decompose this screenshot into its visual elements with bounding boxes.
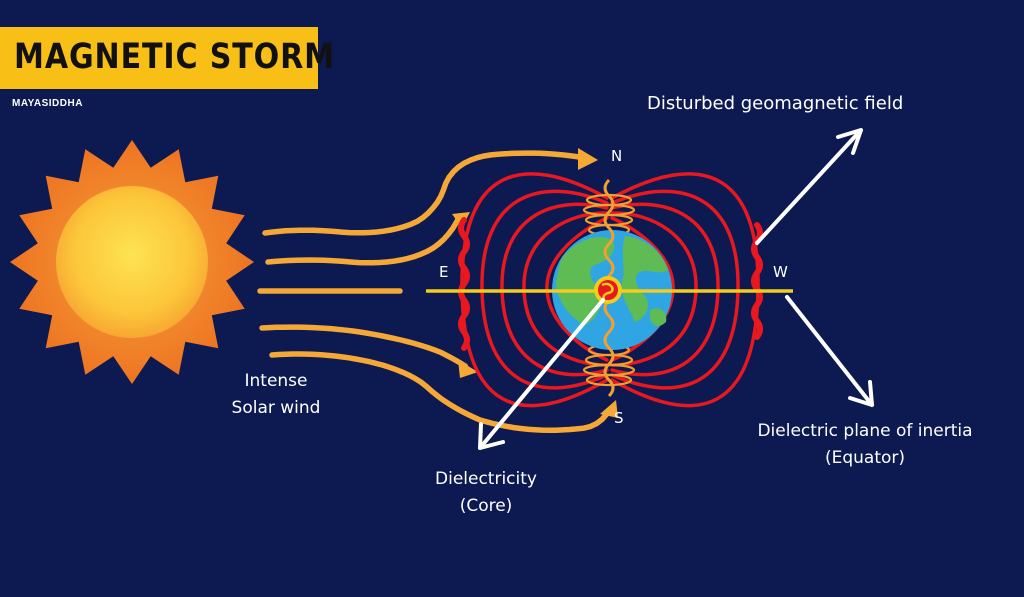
plane-of-inertia-label-line1: Dielectric plane of inertia	[757, 421, 973, 441]
disturbed-field-arrow	[755, 128, 863, 245]
east-label: E	[439, 263, 449, 281]
field-disturbance	[458, 217, 470, 351]
plane-of-inertia-label-line2: (Equator)	[824, 448, 906, 468]
core-icon	[594, 276, 622, 304]
dielectricity-label-line1: Dielectricity	[435, 469, 537, 489]
core-arrow	[478, 298, 605, 450]
solar-wind-stream	[262, 150, 585, 236]
west-label: W	[773, 263, 788, 281]
solar-wind-label: Intense Solar wind	[216, 368, 336, 422]
solar-wind-stream	[259, 324, 469, 369]
dielectricity-label-line2: (Core)	[459, 496, 513, 516]
north-label: N	[611, 147, 623, 165]
title-banner: MAGNETIC STORM	[0, 27, 334, 89]
solar-wind-stream	[265, 213, 463, 266]
solar-wind-streams	[257, 150, 610, 433]
solar-wind-stream	[269, 351, 610, 433]
dielectricity-label: Dielectricity (Core)	[408, 466, 564, 520]
plane-of-inertia-label: Dielectric plane of inertia (Equator)	[713, 418, 1017, 472]
solar-wind-arrowhead	[600, 400, 618, 418]
solar-wind-arrowheads	[452, 148, 618, 418]
solar-wind-arrowhead	[458, 360, 478, 378]
brand-label: MAYASIDDHA	[12, 98, 83, 109]
solar-wind-label-line1: Intense	[244, 371, 308, 391]
plane-of-inertia-arrow	[785, 295, 874, 407]
solar-wind-label-line2: Solar wind	[231, 398, 321, 418]
sun-icon	[10, 140, 254, 384]
label-arrows	[478, 128, 874, 450]
solar-wind-arrowhead	[578, 148, 598, 170]
page-title: MAGNETIC STORM	[14, 37, 335, 77]
disturbed-field-label: Disturbed geomagnetic field	[647, 93, 904, 114]
magnetic-axis-coil	[603, 178, 615, 398]
south-label: S	[614, 409, 624, 427]
